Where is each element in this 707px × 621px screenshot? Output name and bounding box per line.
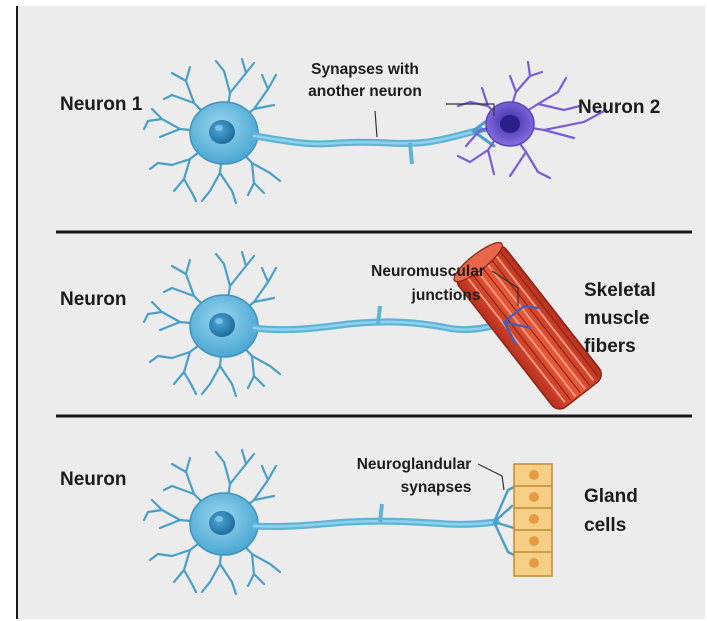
gland-label-line-1: Gland bbox=[584, 486, 638, 507]
gland-synapse-leader-line bbox=[478, 464, 504, 490]
neuron-1-cell-icon bbox=[144, 59, 280, 203]
gland-cells-icon bbox=[514, 464, 552, 576]
panel-neuron-to-neuron: Neuron 1 Synapses with another neuron Ne… bbox=[60, 59, 660, 203]
neuron-cell-icon bbox=[144, 252, 280, 396]
muscle-label-line-1: Skeletal bbox=[584, 280, 656, 301]
neuron-label: Neuron bbox=[60, 289, 127, 310]
synapse-leader-line bbox=[375, 111, 377, 137]
diagram-frame: Neuron 1 Synapses with another neuron Ne… bbox=[16, 6, 705, 619]
neuron-cell-icon bbox=[144, 450, 280, 594]
junction-label-line-1: Neuromuscular bbox=[371, 263, 485, 280]
junction-label-line-2: junctions bbox=[411, 287, 481, 304]
gland-synapse-label-line-1: Neuroglandular bbox=[357, 456, 472, 473]
neuron-1-label: Neuron 1 bbox=[60, 94, 143, 115]
muscle-label-line-3: fibers bbox=[584, 336, 636, 357]
neuron-label: Neuron bbox=[60, 469, 127, 490]
panel-neuron-to-muscle: Neuron Neuromuscular junctions Skeletal … bbox=[60, 237, 656, 413]
neuron-targets-diagram: Neuron 1 Synapses with another neuron Ne… bbox=[18, 6, 707, 619]
axon-collateral bbox=[378, 306, 380, 324]
synapse-label-line-2: another neuron bbox=[308, 83, 422, 100]
axon-collateral bbox=[380, 504, 382, 522]
neuron-2-cell-icon bbox=[458, 62, 606, 178]
muscle-label-line-2: muscle bbox=[584, 308, 649, 329]
axon-collateral bbox=[410, 143, 412, 164]
synapse-label-line-1: Synapses with bbox=[311, 61, 419, 78]
panel-neuron-to-gland: Neuron Neuroglandular synapses Gland cel… bbox=[60, 450, 638, 594]
gland-synapse-label-line-2: synapses bbox=[401, 479, 472, 496]
neuron-2-label: Neuron 2 bbox=[578, 97, 660, 118]
gland-label-line-2: cells bbox=[584, 515, 626, 536]
